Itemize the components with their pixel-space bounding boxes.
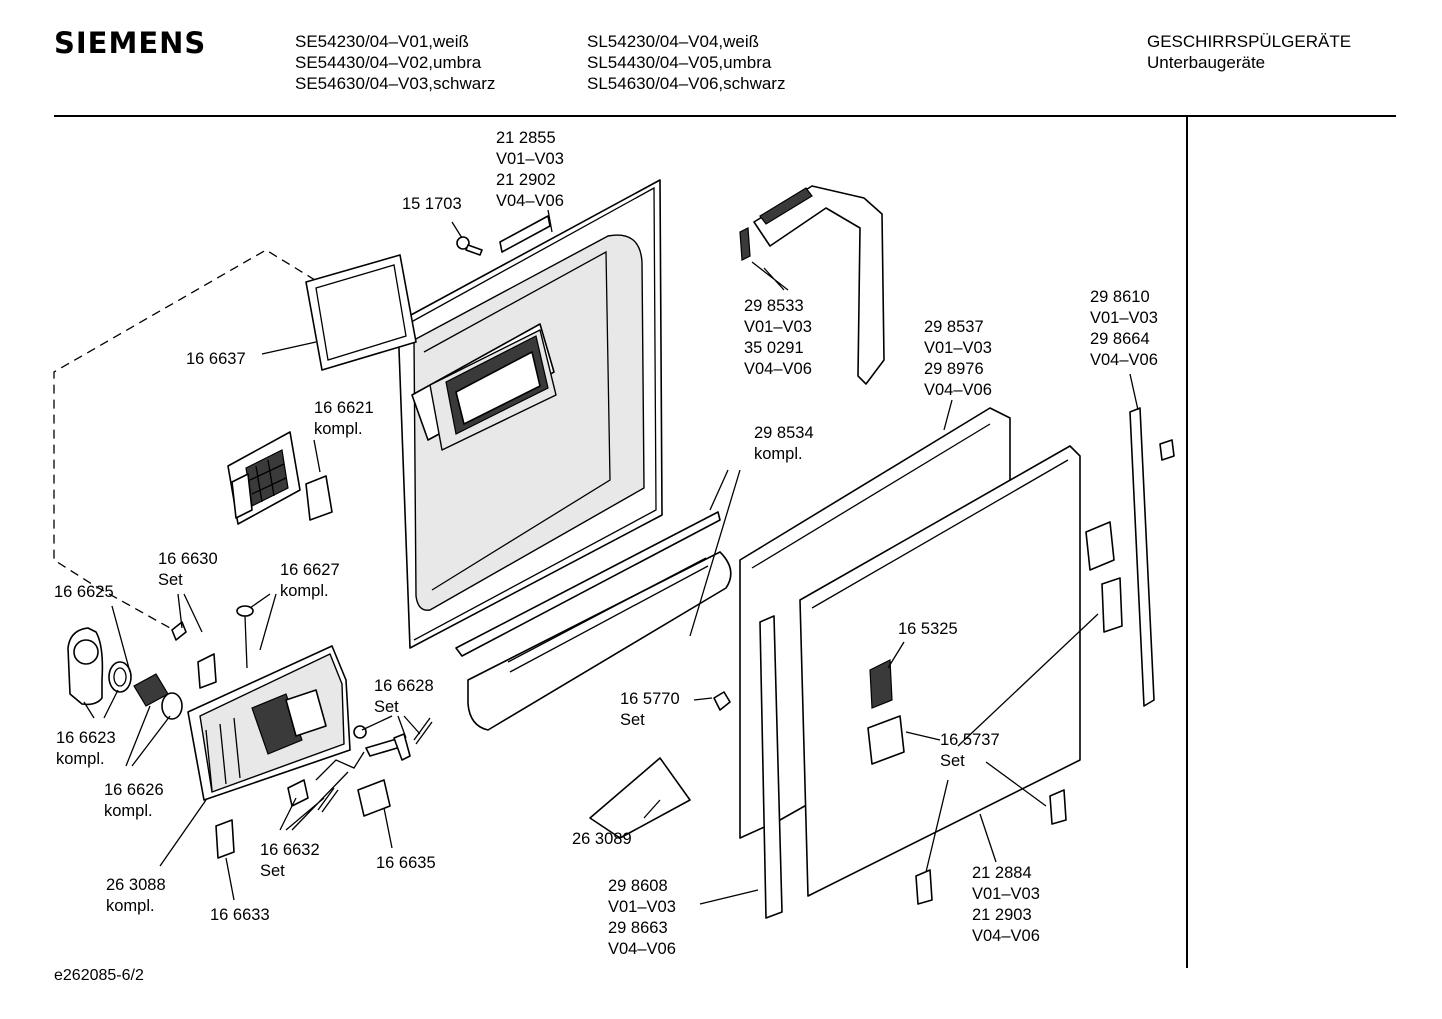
- assembly-dashed-line: [53, 249, 329, 629]
- callout-166632: 16 6632 Set: [260, 841, 324, 880]
- clip-parts: [589, 439, 1175, 905]
- category-block: GESCHIRRSPÜLGERÄTE Unterbaugeräte: [1147, 31, 1351, 73]
- model-line: SL54230/04–V04,weiß: [587, 32, 760, 51]
- small-parts-set: [287, 717, 433, 817]
- callout-166627: 16 6627 kompl.: [280, 561, 344, 600]
- inner-door-panel: [397, 179, 663, 649]
- model-list-se: SE54230/04–V01,weiß SE54430/04–V02,umbra…: [295, 31, 495, 94]
- callout-263089: 26 3089: [572, 830, 632, 848]
- callout-212884: 21 2884 V01–V03 21 2903 V04–V06: [972, 864, 1045, 945]
- callout-298537: 29 8537 V01–V03 29 8976 V04–V06: [924, 318, 997, 399]
- callout-166628: 16 6628 Set: [374, 677, 438, 716]
- side-strip-right: [1129, 407, 1155, 707]
- model-list-sl: SL54230/04–V04,weiß SL54430/04–V05,umbra…: [587, 31, 785, 94]
- callout-166637: 16 6637: [186, 350, 246, 368]
- rear-panel-part: [799, 445, 1081, 897]
- callout-166633: 16 6633: [210, 906, 270, 924]
- callout-165770: 16 5770 Set: [620, 690, 684, 729]
- margin-divider: [1186, 117, 1188, 968]
- model-line: SE54630/04–V03,schwarz: [295, 74, 496, 93]
- callout-166621: 16 6621 kompl.: [314, 399, 378, 438]
- screw-part: [456, 236, 483, 256]
- callout-263088: 26 3088 kompl.: [106, 876, 170, 915]
- handle-strip-part: [455, 511, 732, 731]
- model-line: SL54630/04–V06,schwarz: [587, 74, 786, 93]
- callout-166626: 16 6626 kompl.: [104, 781, 168, 820]
- drawing-id: e262085-6/2: [54, 967, 144, 984]
- callout-165737: 16 5737 Set: [940, 731, 1004, 770]
- category-title: GESCHIRRSPÜLGERÄTE: [1147, 32, 1352, 51]
- category-subtitle: Unterbaugeräte: [1147, 53, 1266, 72]
- callout-166623: 16 6623 kompl.: [56, 729, 120, 768]
- callout-298534: 29 8534 kompl.: [754, 424, 818, 463]
- header-divider: [54, 115, 1396, 117]
- dispenser-cover-part: [227, 431, 333, 525]
- gasket-frame-part: [305, 254, 417, 371]
- callout-212855: 21 2855 V01–V03 21 2902 V04–V06: [496, 129, 569, 210]
- model-line: SL54430/04–V05,umbra: [587, 53, 772, 72]
- dispenser-assembly: [67, 605, 351, 859]
- model-line: SE54430/04–V02,umbra: [295, 53, 482, 72]
- callout-165325: 16 5325: [898, 620, 958, 638]
- callout-166635: 16 6635: [376, 854, 436, 872]
- side-strip-left: [759, 615, 783, 919]
- hinge-bracket-part: [739, 185, 885, 385]
- callout-166630: 16 6630 Set: [158, 550, 222, 589]
- callout-166625: 16 6625: [54, 583, 114, 601]
- model-line: SE54230/04–V01,weiß: [295, 32, 469, 51]
- callout-298608: 29 8608 V01–V03 29 8663 V04–V06: [608, 877, 681, 958]
- callout-298533: 29 8533 V01–V03 35 0291 V04–V06: [744, 297, 817, 378]
- brand-logo: SIEMENS: [54, 26, 207, 60]
- leader-lines: [83, 209, 1139, 905]
- callout-298610: 29 8610 V01–V03 29 8664 V04–V06: [1090, 288, 1163, 369]
- callout-151703: 15 1703: [402, 195, 462, 213]
